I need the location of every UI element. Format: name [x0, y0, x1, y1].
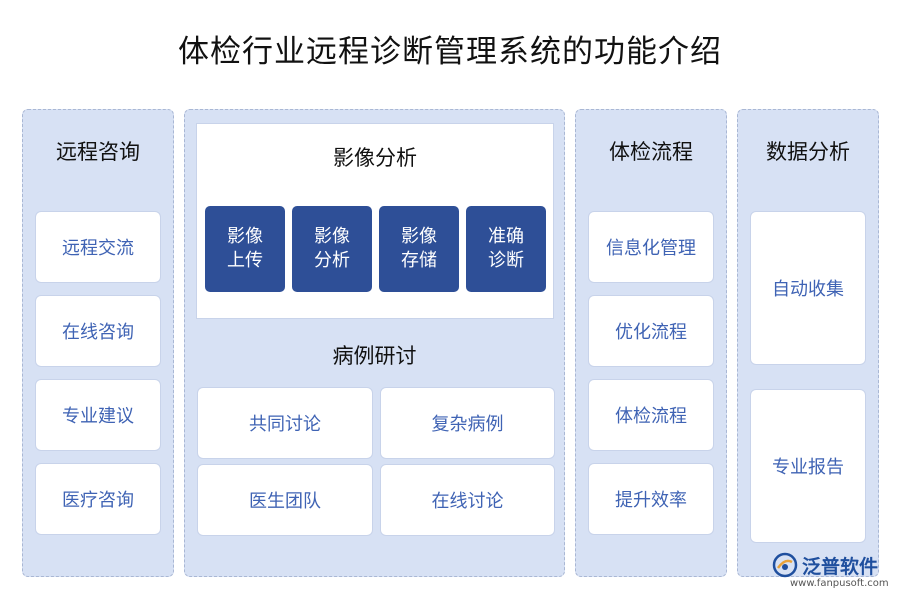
- item-card: 专业报告: [750, 389, 866, 543]
- item-card: 共同讨论: [197, 387, 373, 459]
- panel-image-and-case: 影像分析 影像上传 影像分析 影像存储 准确诊断 病例研讨 共同讨论 复杂病例 …: [184, 109, 565, 577]
- item-card: 医疗咨询: [35, 463, 161, 535]
- image-feature-label: 准确诊断: [488, 226, 524, 271]
- brand-logo: 泛普软件: [772, 552, 878, 578]
- image-feature-label: 影像上传: [227, 226, 263, 271]
- item-card: 专业建议: [35, 379, 161, 451]
- image-analysis-box: 影像分析 影像上传 影像分析 影像存储 准确诊断: [196, 123, 554, 319]
- panel-data-analysis: 数据分析 自动收集 专业报告: [737, 109, 879, 577]
- item-card: 体检流程: [588, 379, 714, 451]
- panel-remote-consultation: 远程咨询 远程交流 在线咨询 专业建议 医疗咨询: [22, 109, 174, 577]
- image-feature-label: 影像分析: [314, 226, 350, 271]
- item-card: 在线讨论: [380, 464, 555, 536]
- panel-heading: 远程咨询: [56, 140, 140, 164]
- item-card: 远程交流: [35, 211, 161, 283]
- brand-name: 泛普软件: [802, 555, 879, 578]
- fanpu-logo-icon: [772, 552, 798, 578]
- panel-heading: 体检流程: [609, 140, 693, 164]
- image-feature-label: 影像存储: [401, 226, 437, 271]
- item-card: 信息化管理: [588, 211, 714, 283]
- image-feature-card: 影像上传: [205, 206, 285, 292]
- image-feature-card: 影像分析: [292, 206, 372, 292]
- panel-heading: 数据分析: [766, 140, 850, 164]
- item-card: 医生团队: [197, 464, 373, 536]
- item-card: 提升效率: [588, 463, 714, 535]
- section-heading-case-discussion: 病例研讨: [332, 344, 417, 368]
- image-feature-card: 准确诊断: [466, 206, 546, 292]
- section-heading-image-analysis: 影像分析: [333, 146, 417, 170]
- panel-checkup-process: 体检流程 信息化管理 优化流程 体检流程 提升效率: [575, 109, 727, 577]
- brand-url: www.fanpusoft.com: [790, 578, 889, 589]
- item-card: 在线咨询: [35, 295, 161, 367]
- item-card: 自动收集: [750, 211, 866, 365]
- image-feature-card: 影像存储: [379, 206, 459, 292]
- item-card: 优化流程: [588, 295, 714, 367]
- page-title: 体检行业远程诊断管理系统的功能介绍: [178, 34, 722, 70]
- item-card: 复杂病例: [380, 387, 555, 459]
